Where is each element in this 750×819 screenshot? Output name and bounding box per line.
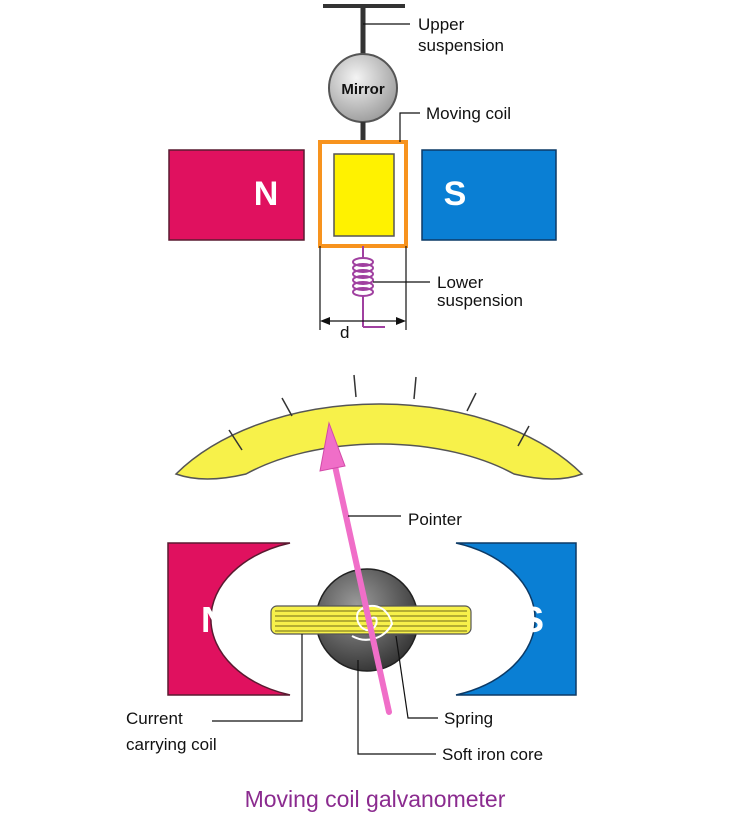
- top-north-letter: N: [254, 175, 279, 213]
- spring-spiral: [351, 604, 394, 641]
- diagram-caption: Moving coil galvanometer: [245, 786, 506, 812]
- pointer: [319, 421, 392, 715]
- scale: [174, 374, 584, 480]
- spring-label: Spring: [444, 709, 493, 728]
- upper-suspension: [323, 4, 405, 62]
- bottom-north-magnet: N: [167, 542, 291, 696]
- moving-coil-label: Moving coil: [426, 104, 511, 123]
- mirror-label: Mirror: [341, 81, 385, 98]
- core-label: Soft iron core: [442, 745, 543, 764]
- top-south-letter: S: [444, 175, 467, 213]
- lower-suspension-label-line1: Lower: [437, 273, 484, 292]
- upper-suspension-label-line2: suspension: [418, 36, 504, 55]
- lower-suspension-label-line2: suspension: [437, 291, 523, 310]
- moving-coil: [318, 140, 408, 248]
- mirror: Mirror: [328, 53, 398, 123]
- dimension-d: [319, 246, 407, 330]
- lower-suspension-spring: [352, 246, 385, 328]
- dimension-d-label: d: [340, 323, 349, 342]
- top-south-magnet: S: [421, 149, 557, 241]
- top-diagram: Upper suspension Mirror Moving coil N S: [168, 4, 557, 342]
- coil-label-line1: Current: [126, 709, 183, 728]
- pointer-label: Pointer: [408, 510, 462, 529]
- coil-label-line2: carrying coil: [126, 735, 217, 754]
- bottom-south-letter: S: [520, 599, 544, 640]
- top-north-magnet: N: [168, 149, 305, 241]
- upper-suspension-label-line1: Upper: [418, 15, 465, 34]
- moving-coil-leader: [399, 112, 420, 142]
- scale-ticks: [228, 374, 530, 451]
- core-leader: [357, 660, 436, 755]
- coil-leader: [212, 634, 303, 722]
- bottom-diagram: N S Pointer C: [126, 374, 584, 812]
- spring-leader: [395, 635, 438, 719]
- bottom-north-letter: N: [201, 599, 227, 640]
- bottom-south-magnet: S: [455, 542, 577, 696]
